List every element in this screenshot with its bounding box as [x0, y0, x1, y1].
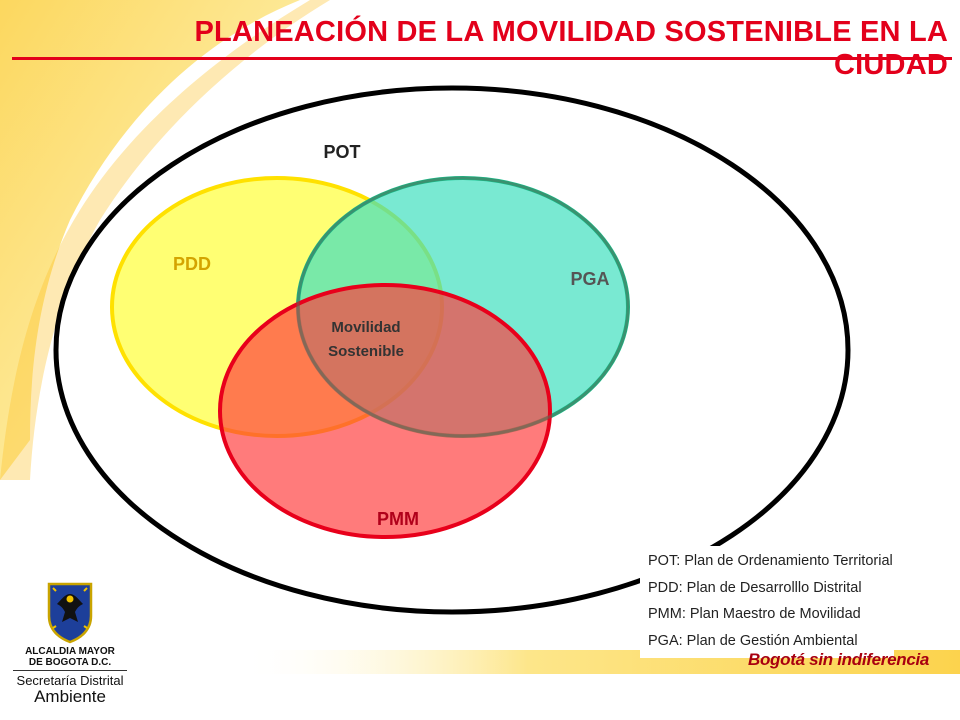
legend-item: PGA: Plan de Gestión Ambiental	[648, 632, 858, 649]
center-label-line2: Sostenible	[328, 343, 404, 360]
pot-outer-ellipse	[53, 85, 851, 615]
logo-line4: Ambiente	[34, 687, 106, 706]
pmm-label: PMM	[377, 509, 419, 529]
center-label-line1: Movilidad	[331, 319, 400, 336]
logo-line1: ALCALDIA MAYOR	[25, 646, 115, 657]
pmm-ellipse	[218, 283, 552, 539]
legend-item: PDD: Plan de Desarrolllo Distrital	[648, 579, 862, 596]
bogota-brand-logo: Bogotá sin indiferencia	[748, 650, 930, 669]
legend-item: PMM: Plan Maestro de Movilidad	[648, 606, 861, 622]
pot-label: POT	[323, 142, 360, 162]
title-underline	[12, 57, 952, 60]
legend-item: POT: Plan de Ordenamiento Territorial	[648, 553, 893, 569]
pga-outline-overlay	[296, 176, 630, 438]
logo-line2: DE BOGOTA D.C.	[28, 657, 112, 668]
logo-line3: Secretaría Distrital	[16, 673, 124, 688]
page-title: PLANEACIÓN DE LA MOVILIDAD SOSTENIBLE EN…	[194, 16, 948, 81]
coat-of-arms-icon	[47, 582, 93, 644]
pga-label: PGA	[570, 269, 609, 289]
alcaldia-logo: ALCALDIA MAYOR DE BOGOTA D.C. Secretaría…	[6, 582, 134, 714]
logo-divider	[13, 670, 127, 671]
pdd-label: PDD	[173, 254, 211, 274]
legend-box: POT: Plan de Ordenamiento Territorial PD…	[640, 546, 894, 658]
